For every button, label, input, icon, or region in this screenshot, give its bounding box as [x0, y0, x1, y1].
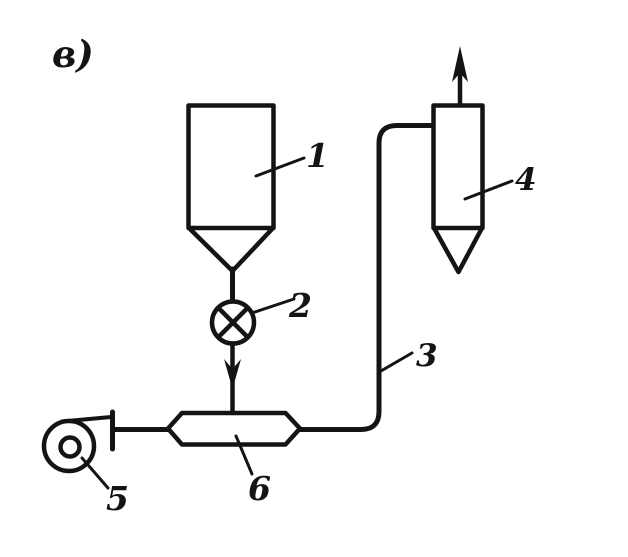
- leader-line-1: [254, 156, 306, 178]
- callout-label-riser-pipe: 3: [416, 338, 438, 374]
- mixing-chamber: [165, 410, 303, 447]
- blower-volute-line: [60, 415, 113, 424]
- riser-pipe: [297, 123, 436, 432]
- callout-label-cyclone: 4: [515, 162, 537, 198]
- callout-label-blower: 5: [106, 479, 129, 518]
- leader-line-3: [379, 351, 414, 373]
- cyclone-separator: [431, 46, 485, 275]
- valve-cross-stroke-b: [216, 305, 250, 340]
- hopper: [186, 103, 276, 306]
- blower-hub: [58, 435, 82, 459]
- down-arrow-icon: [224, 359, 241, 389]
- callout-leaders: [80, 156, 514, 490]
- callout-label-feeder-valve: 2: [288, 286, 312, 325]
- hopper-cone-left: [186, 225, 235, 274]
- callout-labels: 1 2 3 4 5 6: [106, 136, 537, 518]
- hopper-body: [186, 103, 276, 231]
- hopper-cone-right: [230, 225, 276, 274]
- leader-line-4: [463, 179, 514, 201]
- feeder-valve: [209, 299, 257, 346]
- blower: [41, 409, 172, 474]
- feed-line: [224, 341, 241, 415]
- figure-variant-label: в): [52, 32, 94, 76]
- callout-label-hopper: 1: [306, 136, 329, 175]
- leader-line-2: [250, 297, 296, 315]
- leader-line-5: [80, 456, 110, 490]
- cyclone-body: [431, 103, 485, 231]
- cyclone-cone: [431, 225, 485, 275]
- callout-label-mixing-chamber: 6: [248, 469, 271, 508]
- leader-line-6: [234, 434, 254, 476]
- up-arrow-icon: [452, 46, 468, 82]
